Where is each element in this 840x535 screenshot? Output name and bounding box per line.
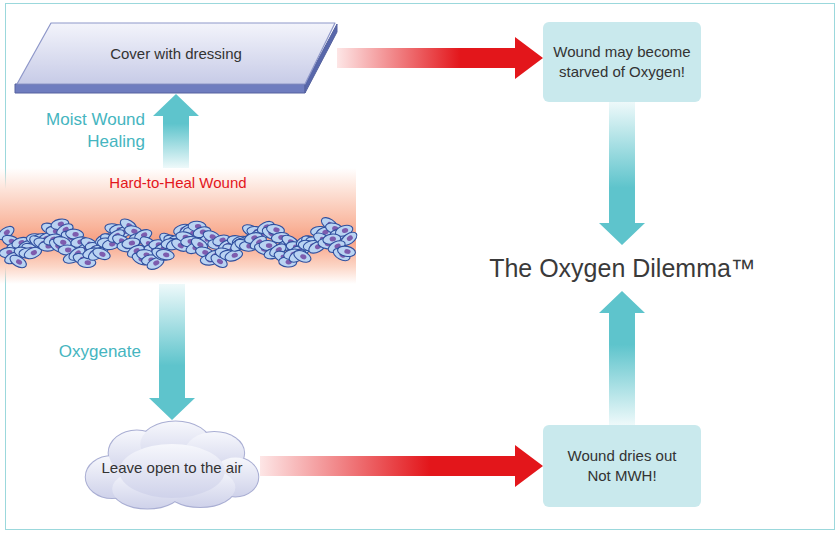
cell-nucleus [299, 253, 307, 260]
red-arrow [260, 445, 543, 487]
dressing-edge [15, 84, 305, 93]
cell-nucleus [65, 248, 71, 253]
cell-nucleus [99, 251, 107, 258]
dilemma-title: The Oxygen Dilemma™ [480, 245, 765, 291]
node-text: Not MWH! [587, 466, 656, 486]
dressing-plate: Cover with dressing [15, 22, 337, 94]
cell-nucleus [344, 249, 351, 255]
cell-nucleus [15, 258, 23, 265]
cell-nucleus [231, 252, 239, 259]
teal-arrow [599, 102, 645, 245]
node-text: Cover with dressing [110, 45, 242, 62]
wound-heading: Hard-to-Heal Wound [109, 174, 246, 191]
cell-body [337, 245, 357, 258]
node-text: Wound dries out [568, 446, 677, 466]
node-text: Leave open to the air [102, 459, 243, 476]
cell-nucleus [128, 240, 135, 246]
dressing-face [17, 23, 335, 84]
cell-nucleus [163, 252, 170, 258]
cell-nucleus [85, 260, 92, 265]
cell-nucleus [329, 236, 336, 242]
outcome-box: Wound may become starved of Oxygen! [543, 22, 701, 102]
cell-nucleus [30, 249, 38, 256]
cell-nucleus [152, 259, 160, 266]
cell-nucleus [273, 227, 280, 233]
node-text: Wound may become starved of Oxygen! [553, 42, 691, 82]
text-wrap: Leave open to the air [102, 459, 243, 476]
edge-label: Oxygenate [29, 341, 141, 363]
cell [337, 245, 357, 258]
edge-label: Moist Wound Healing [33, 109, 145, 153]
outcome-box: Wound dries outNot MWH! [543, 425, 701, 507]
text-wrap: Cover with dressing [110, 45, 242, 62]
cell-nucleus [266, 243, 273, 248]
cell-nucleus [72, 232, 79, 238]
cell-nucleus [346, 234, 354, 242]
node-text: The Oxygen Dilemma™ [489, 254, 756, 283]
air-cloud: Leave open to the air [84, 420, 260, 510]
cell-nucleus [341, 227, 349, 234]
red-arrow [337, 37, 543, 79]
teal-arrow [153, 94, 199, 168]
teal-arrow [599, 291, 645, 425]
teal-arrow [149, 284, 195, 420]
wound-band: Hard-to-Heal Wound [0, 168, 356, 284]
